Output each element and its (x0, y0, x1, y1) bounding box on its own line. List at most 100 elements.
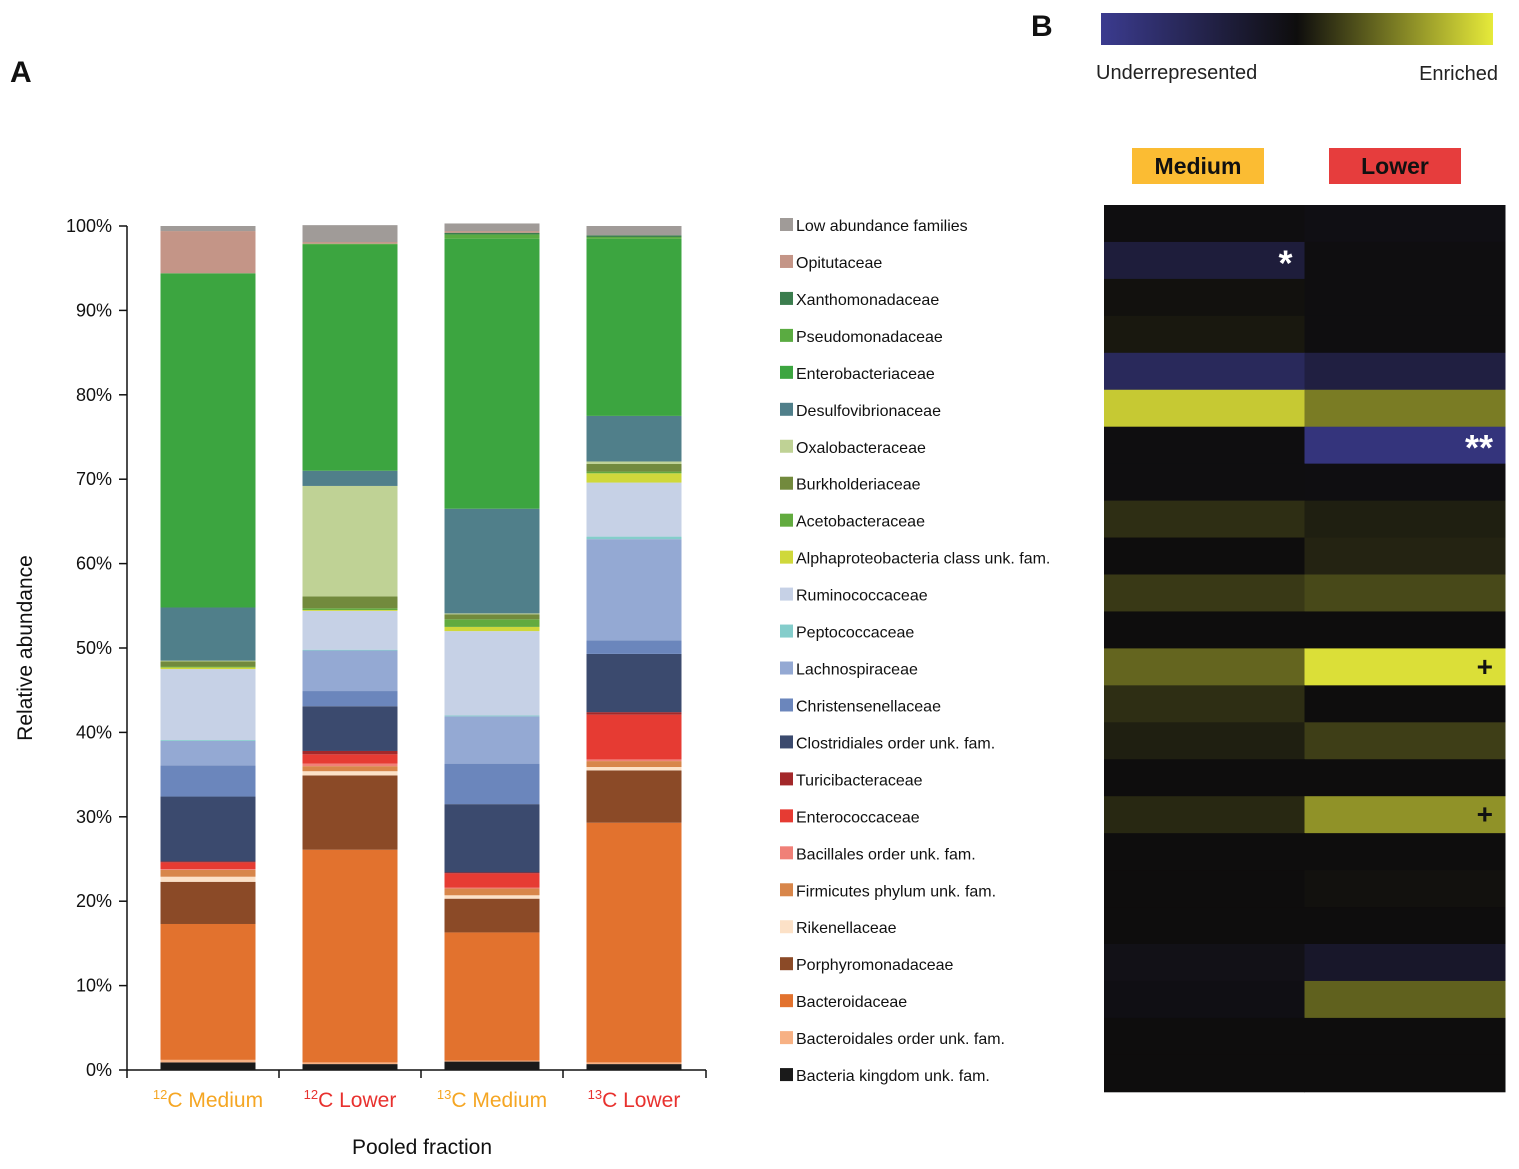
bar-segment-christensenellaceae (444, 763, 540, 805)
legend-item-turicibacteraceae: Turicibacteraceae (780, 772, 923, 789)
legend-swatch (780, 328, 793, 342)
legend-swatch (780, 218, 793, 231)
heatmap-row-low-abundance-families (1104, 205, 1506, 243)
heatmap-cell-lower (1304, 352, 1506, 391)
legend-label: Clostridiales order unk. fam. (796, 735, 995, 752)
bar-segment-acetobacteraceae (160, 666, 256, 668)
legend-label: Bacteroidales order unk. fam. (796, 1031, 1005, 1048)
legend-label: Burkholderiaceae (796, 477, 921, 494)
bar-segment-peptococcaceae (586, 536, 682, 540)
bar-segment-bacteroidales-order-unk-fam (160, 1059, 256, 1063)
bar-segment-desulfovibrionaceae (444, 508, 540, 614)
heatmap-row-turicibacteraceae (1104, 759, 1506, 797)
legend-item-desulfovibrionaceae: Desulfovibrionaceae (780, 402, 941, 420)
bar-segment-enterobacteriaceae (160, 273, 256, 608)
y-tick-label: 40% (76, 722, 112, 742)
bar-segment-enterococcaceae (444, 873, 540, 888)
legend-item-bacillales-order-unk-fam: Bacillales order unk. fam. (780, 846, 976, 863)
heatmap-cell-lower (1304, 759, 1506, 797)
legend-label: Firmicutes phylum unk. fam. (796, 883, 996, 900)
bar-segment-acetobacteraceae (302, 608, 398, 611)
heatmap-cell-lower (1304, 315, 1506, 354)
y-tick-label: 20% (76, 891, 112, 911)
legend-swatch (780, 439, 793, 453)
bar-segment-lachnospiraceae (444, 716, 540, 764)
bar-segment-ruminococcaceae (302, 610, 398, 650)
legend-swatch (780, 661, 793, 675)
bar-segment-turicibacteraceae (302, 750, 398, 755)
heatmap-cell-medium (1104, 980, 1305, 1019)
bar-segment-desulfovibrionaceae (302, 470, 398, 486)
legend-label: Turicibacteraceae (796, 772, 923, 789)
bar-segment-burkholderiaceae (160, 661, 256, 667)
legend-label: Porphyromonadaceae (796, 957, 954, 974)
legend-label: Rikenellaceae (796, 920, 897, 937)
heatmap-row-bacteroidaceae (1104, 980, 1506, 1019)
legend-swatch (780, 772, 793, 786)
heatmap-cell-lower (1304, 574, 1506, 612)
legend-label: Bacteroidaceae (796, 994, 907, 1011)
bar-segment-christensenellaceae (302, 691, 398, 707)
legend-swatch (780, 735, 793, 749)
heatmap-row-desulfovibrionaceae (1104, 389, 1506, 428)
legend-item-enterococcaceae: Enterococcaceae (780, 809, 920, 826)
legend-label: Alphaproteobacteria class unk. fam. (796, 551, 1050, 568)
bar-segment-opitutaceae (302, 242, 398, 244)
legend-label: Ruminococcaceae (796, 588, 928, 605)
bar-segment-bacteroidaceae (586, 822, 682, 1063)
bar-segment-firmicutes-phylum-unk-fam (444, 888, 540, 896)
legend-label: Opitutaceae (796, 255, 882, 272)
heatmap-row-bacteroidales-order-unk-fam (1104, 1017, 1506, 1056)
bar-segment-christensenellaceae (160, 765, 256, 797)
heatmap-cell-lower (1304, 944, 1506, 982)
heatmap-row-bacillales-order-unk-fam (1104, 833, 1506, 871)
heatmap-cell-lower (1304, 870, 1506, 908)
panel-b-label: B (1031, 10, 1053, 43)
bar-segment-oxalobacteraceae (444, 613, 540, 615)
bar-13c-medium (444, 223, 540, 1070)
heatmap-cell-lower (1304, 980, 1506, 1019)
heatmap-cell-lower (1304, 500, 1506, 539)
bar-segment-oxalobacteraceae (160, 660, 256, 662)
heatmap-row-pseudomonadaceae (1104, 315, 1506, 354)
heatmap-cell-medium (1104, 389, 1305, 428)
legend-item-alphaproteobacteria-class-unk-fam: Alphaproteobacteria class unk. fam. (780, 550, 1050, 568)
bar-segment-bacillales-order-unk-fam (586, 759, 682, 762)
heatmap-cell-medium (1104, 759, 1305, 797)
heatmap-cell-lower (1304, 426, 1506, 465)
legend-item-firmicutes-phylum-unk-fam: Firmicutes phylum unk. fam. (780, 883, 996, 900)
bar-segment-burkholderiaceae (444, 614, 540, 620)
heatmap-cell-medium (1104, 870, 1305, 908)
bar-segment-bacillales-order-unk-fam (444, 887, 540, 889)
heatmap-cell-medium (1104, 796, 1305, 834)
isotope-superscript: 13 (437, 1087, 451, 1102)
bar-segment-alphaproteobacteria-class-unk-fam (586, 473, 682, 483)
bar-segment-clostridiales-order-unk-fam (302, 706, 398, 751)
bar-segment-lachnospiraceae (302, 650, 398, 692)
column-header-label: Medium (1155, 153, 1242, 179)
bar-segment-christensenellaceae (586, 640, 682, 654)
bar-segment-low-abundance-families (586, 226, 682, 236)
bar-segment-bacteroidales-order-unk-fam (302, 1062, 398, 1065)
scale-high-label: Enriched (1419, 63, 1498, 85)
legend-swatch (780, 365, 793, 379)
legend-item-christensenellaceae: Christensenellaceae (780, 698, 941, 715)
legend-item-opitutaceae: Opitutaceae (780, 255, 882, 272)
scale-low-label: Underrepresented (1096, 62, 1257, 84)
column-header-lower: Lower (1329, 148, 1461, 184)
y-tick-label: 70% (76, 469, 112, 489)
column-header-medium: Medium (1132, 148, 1264, 184)
bar-segment-bacteroidaceae (444, 932, 540, 1061)
heatmap-row-rikenellaceae (1104, 907, 1506, 945)
heatmap-cell-lower (1304, 205, 1506, 243)
bar-segment-bacteroidales-order-unk-fam (444, 1060, 540, 1062)
legend-item-bacteroidaceae: Bacteroidaceae (780, 994, 907, 1011)
legend-label: Acetobacteraceae (796, 514, 925, 531)
legend-item-xanthomonadaceae: Xanthomonadaceae (780, 291, 939, 309)
bar-segment-bacteroidales-order-unk-fam (586, 1062, 682, 1065)
bar-segment-low-abundance-families (302, 225, 398, 243)
column-header-box (1132, 148, 1264, 184)
legend-item-lachnospiraceae: Lachnospiraceae (780, 661, 918, 679)
bar-segment-turicibacteraceae (444, 872, 540, 874)
